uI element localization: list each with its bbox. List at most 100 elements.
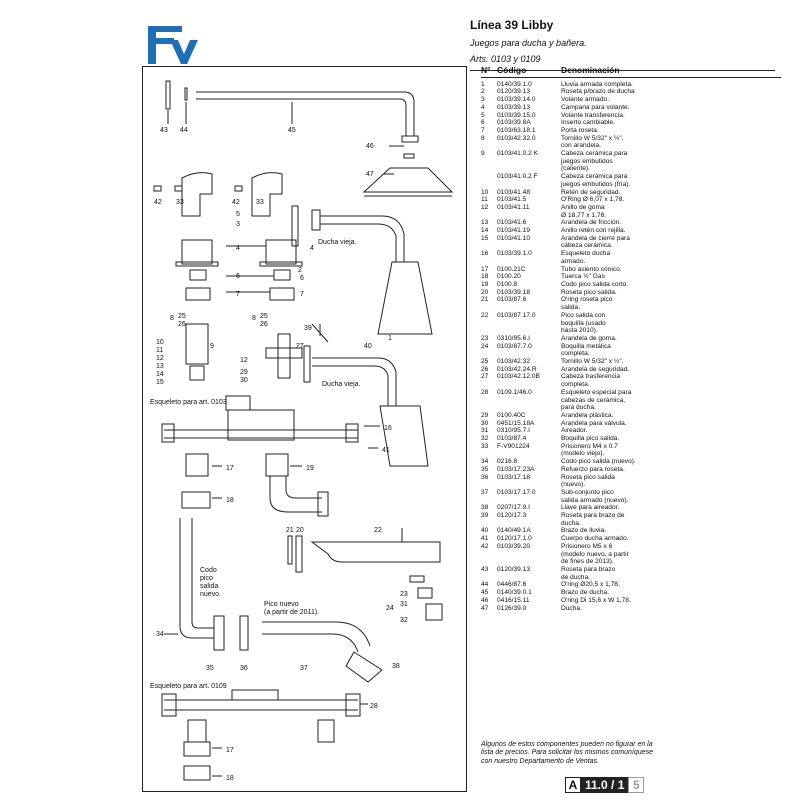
table-cell-code: 0120/39.13 bbox=[497, 88, 531, 96]
callout: 17 bbox=[226, 465, 234, 472]
callout: 4 bbox=[236, 245, 240, 252]
table-cell-code: 0310/95.7.I bbox=[497, 427, 530, 435]
table-cell-code: 0103/39.18 bbox=[497, 288, 531, 296]
page-title: Línea 39 Libby bbox=[470, 18, 554, 32]
callout: 29 bbox=[240, 369, 248, 376]
table-cell-code bbox=[497, 165, 561, 173]
table-cell-no bbox=[481, 520, 497, 528]
table-cell-code bbox=[497, 181, 561, 189]
table-cell-no bbox=[481, 450, 497, 458]
table-cell-no bbox=[481, 258, 497, 266]
table-cell-code bbox=[497, 258, 561, 266]
diagram-frame bbox=[142, 66, 467, 792]
table-cell-name: Refuerzo para roseta. bbox=[561, 465, 625, 473]
page-badge: A 11.0 / 1 5 bbox=[565, 777, 645, 793]
table-cell-code bbox=[497, 574, 561, 582]
callout: 7 bbox=[300, 291, 304, 298]
table-cell-code: 0103/63.18.1 bbox=[497, 126, 536, 134]
table-cell-no: 35 bbox=[481, 465, 489, 473]
part-46 bbox=[403, 153, 415, 159]
part-16-body bbox=[227, 409, 295, 441]
callout: 42 bbox=[154, 199, 162, 206]
header: Línea 39 Libby Juegos para ducha y bañer… bbox=[470, 18, 790, 71]
table-cell-name: Roseta pico salida bbox=[561, 473, 615, 481]
table-cell-code bbox=[497, 212, 561, 220]
table-cell-code: 0103/41.10 bbox=[497, 234, 531, 242]
table-cell-code: 0416/15.11 bbox=[497, 596, 530, 604]
table-row: hasta 2010). bbox=[481, 327, 781, 335]
table-cell-no: 37 bbox=[481, 488, 489, 496]
header-rule bbox=[470, 70, 775, 71]
table-cell-name: Retén de seguridad. bbox=[561, 188, 621, 196]
table-cell-no: 22 bbox=[481, 311, 489, 319]
table-cell-code: 0103/41.19 bbox=[497, 227, 531, 235]
table-cell-code: 0100.40C bbox=[497, 411, 526, 419]
callout: 18 bbox=[226, 775, 234, 782]
table-cell-code: 0103/41.5 bbox=[497, 196, 527, 204]
table-cell-name: con arandela. bbox=[561, 142, 601, 150]
table-row: Ø 18,77 x 1,78. bbox=[481, 212, 781, 220]
table-row: cabeza cerámica. bbox=[481, 242, 781, 250]
table-cell-code: 0100.20 bbox=[497, 273, 521, 281]
callout: 8 bbox=[252, 315, 256, 322]
part-9 bbox=[185, 323, 209, 365]
table-cell-name: cabezas de cerámica, bbox=[561, 396, 626, 404]
callout: 38 bbox=[392, 663, 400, 670]
table-cell-name: Prisionero M4 x 0.7 bbox=[561, 442, 618, 450]
table-cell-name: Ducha. bbox=[561, 604, 582, 612]
table-cell-code bbox=[497, 404, 561, 412]
callout: 44 bbox=[180, 127, 188, 134]
callout: 12 bbox=[240, 357, 248, 364]
label-pico-nuevo: Pico nuevo(a partir de 2011). bbox=[264, 601, 319, 616]
table-cell-code: 0103/42.12.0B bbox=[497, 373, 540, 381]
table-cell-code: 0103/17.18 bbox=[497, 473, 531, 481]
table-cell-name: juegos embutidos (fría). bbox=[561, 180, 631, 188]
table-cell-name: armado. bbox=[561, 257, 586, 265]
table-cell-name: Tornillo W 5/32" x ½". bbox=[561, 358, 624, 366]
table-cell-no bbox=[481, 481, 497, 489]
part-6-right bbox=[273, 269, 291, 281]
table-cell-name: (nuevo). bbox=[561, 481, 586, 489]
callout: 8 bbox=[170, 315, 174, 322]
page-subtitle: Juegos para ducha y bañera. bbox=[470, 38, 587, 48]
part-4-left bbox=[181, 239, 213, 265]
callout: 5 bbox=[236, 211, 240, 218]
table-cell-no: 16 bbox=[481, 250, 489, 258]
table-cell-no: 18 bbox=[481, 273, 489, 281]
table-cell-code: 0103/39.13 bbox=[497, 103, 531, 111]
table-cell-code: 0103/41.0.2 K bbox=[497, 150, 539, 158]
table-cell-name: salida. bbox=[561, 304, 581, 312]
part-43 bbox=[165, 80, 171, 110]
table-cell-code: 0103/87.7.0 bbox=[497, 342, 532, 350]
table-cell-no bbox=[481, 165, 497, 173]
table-cell-code: 0103/17.17.0 bbox=[497, 488, 536, 496]
table-cell-no: 23 bbox=[481, 334, 489, 342]
table-cell-code bbox=[497, 450, 561, 458]
table-cell-no bbox=[481, 404, 497, 412]
callout: 42 bbox=[232, 199, 240, 206]
table-row: completa. bbox=[481, 381, 781, 389]
part-37 bbox=[262, 621, 371, 653]
table-cell-no: 44 bbox=[481, 581, 489, 589]
callout: 40 bbox=[364, 343, 372, 350]
footer-note: Algunos de estos componentes pueden no f… bbox=[481, 741, 653, 765]
table-cell-name: boquilla (usado bbox=[561, 319, 606, 327]
table-cell-name: Arandela de seguridad. bbox=[561, 365, 630, 373]
